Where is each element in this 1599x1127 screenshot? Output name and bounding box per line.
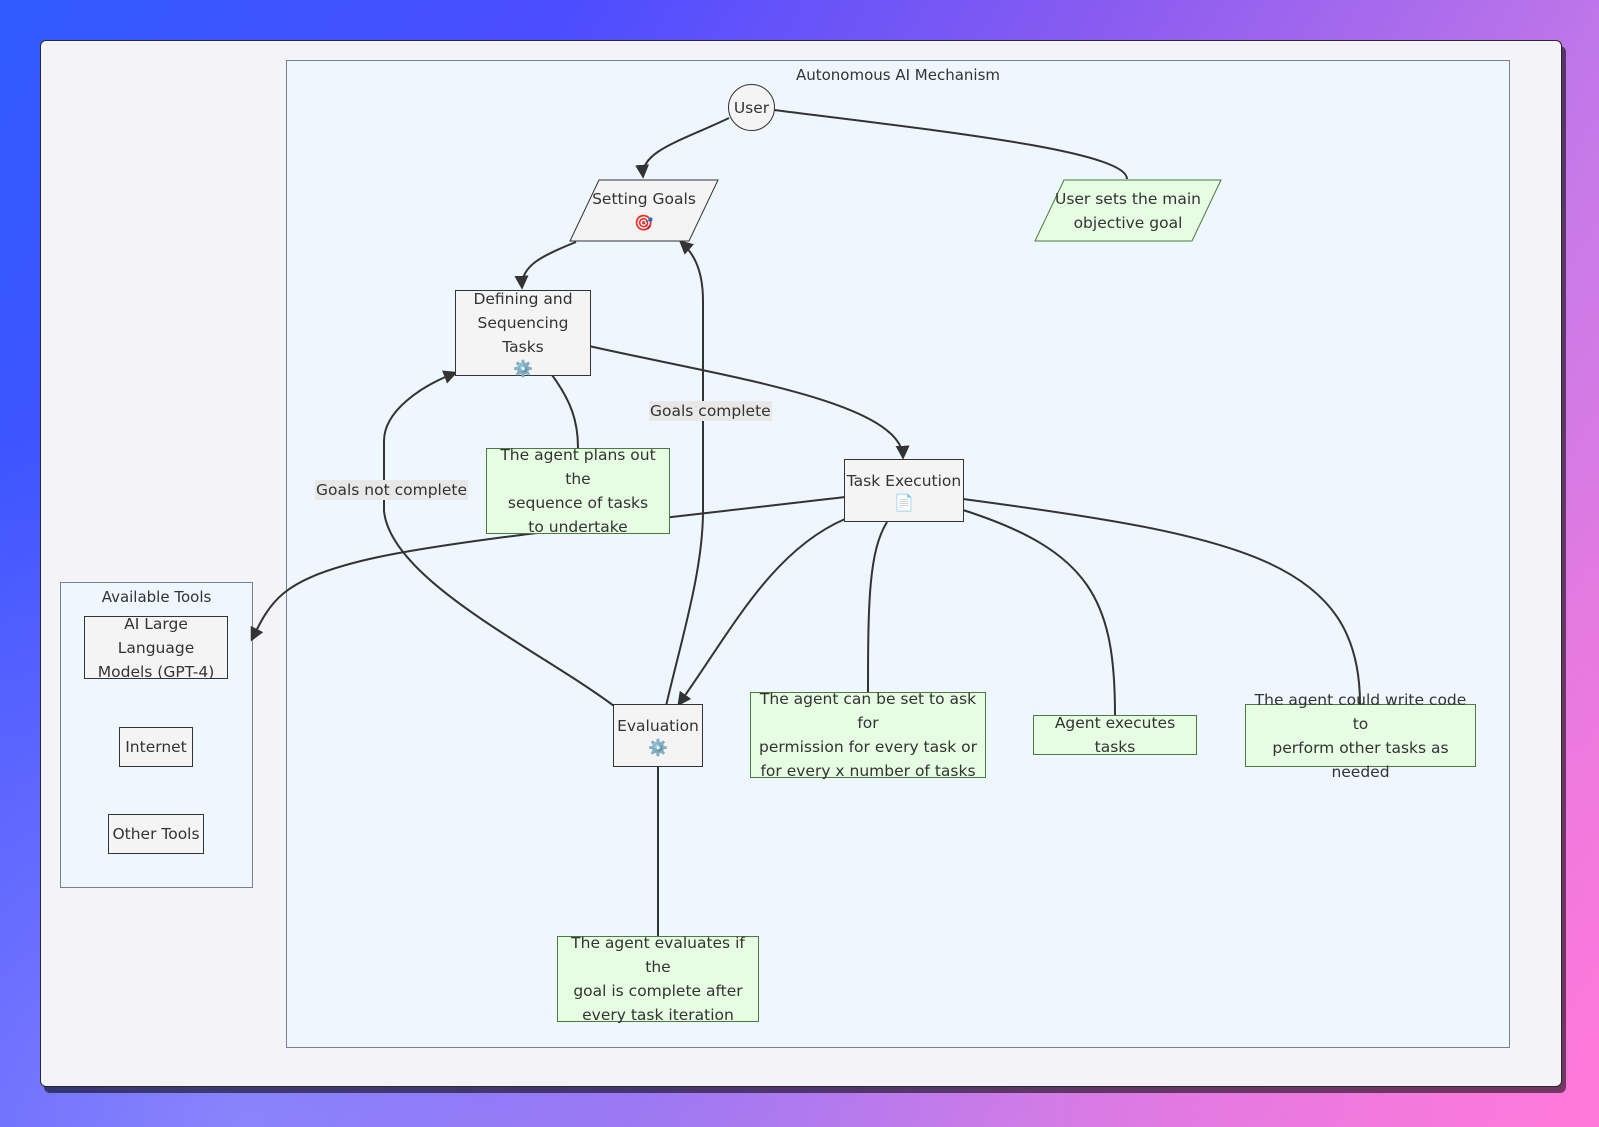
edge-label-goals-complete: Goals complete	[649, 401, 772, 421]
user-note-label: User sets the main objective goal	[1054, 189, 1202, 232]
edges-layer	[250, 109, 1361, 936]
evaluate-note-node: The agent evaluates if the goal is compl…	[557, 934, 759, 1024]
tool-other-node: Other Tools	[108, 814, 204, 854]
document-icon: 📄	[894, 492, 914, 512]
edge-execution-to-permission	[867, 521, 888, 693]
plan-note-node: The agent plans out the sequence of task…	[486, 446, 670, 536]
edge-evaluation-to-goals	[665, 240, 704, 707]
gear-icon-evaluation: ⚙️	[648, 737, 668, 757]
edge-execution-to-executes	[962, 509, 1116, 716]
user-node: User	[728, 84, 775, 131]
executes-note-label: Agent executes tasks	[1054, 714, 1176, 756]
target-icon: 🎯	[634, 213, 654, 232]
tool-internet-node: Internet	[119, 727, 193, 767]
executes-note-node: Agent executes tasks	[1033, 714, 1197, 756]
edge-goals-to-defining	[514, 241, 577, 290]
tool-llm-label: AI Large Language Models (GPT-4)	[97, 614, 215, 681]
edge-execution-to-evaluation	[677, 518, 846, 707]
defining-tasks-label: Defining and Sequencing Tasks	[473, 290, 573, 356]
evaluate-note-label: The agent evaluates if the goal is compl…	[571, 934, 745, 1024]
edge-execution-to-tools	[250, 496, 846, 642]
edge-defining-to-plan-note	[551, 374, 579, 449]
tool-other-label: Other Tools	[112, 825, 200, 843]
tool-llm-node: AI Large Language Models (GPT-4)	[84, 615, 228, 681]
permission-note-node: The agent can be set to ask for permissi…	[750, 690, 986, 780]
edge-label-goals-not-complete: Goals not complete	[315, 480, 469, 500]
cluster-title: Autonomous AI Mechanism	[795, 66, 1001, 84]
edge-defining-to-execution	[588, 345, 910, 460]
edge-evaluation-to-defining	[383, 370, 615, 707]
task-execution-label: Task Execution	[846, 471, 962, 490]
user-note-node: User sets the main objective goal	[1034, 179, 1222, 242]
plan-note-label: The agent plans out the sequence of task…	[500, 446, 656, 536]
setting-goals-node: Setting Goals 🎯	[569, 179, 719, 242]
user-note-shape	[1034, 179, 1222, 242]
code-note-label: The agent could write code to perform ot…	[1254, 690, 1467, 781]
setting-goals-label: Setting Goals	[592, 189, 696, 208]
cluster-autonomous-ai-mechanism: Autonomous AI Mechanism	[286, 60, 1510, 1048]
tool-internet-label: Internet	[125, 738, 187, 756]
task-execution-node: Task Execution 📄	[844, 459, 964, 522]
evaluation-label: Evaluation	[617, 716, 699, 735]
edge-user-to-goals	[635, 117, 730, 179]
evaluation-node: Evaluation ⚙️	[613, 704, 703, 767]
user-label: User	[733, 98, 770, 117]
gear-icon: ⚙️	[513, 359, 533, 378]
setting-goals-shape	[569, 179, 719, 242]
edge-user-to-note	[773, 109, 1128, 180]
defining-tasks-node: Defining and Sequencing Tasks ⚙️	[455, 290, 591, 378]
edge-execution-to-code	[962, 498, 1361, 705]
permission-note-label: The agent can be set to ask for permissi…	[759, 690, 977, 780]
cluster-title-tools: Available Tools	[101, 588, 212, 606]
diagram-window: Autonomous AI Mechanism Available Tools	[40, 40, 1562, 1087]
code-note-node: The agent could write code to perform ot…	[1245, 691, 1476, 781]
